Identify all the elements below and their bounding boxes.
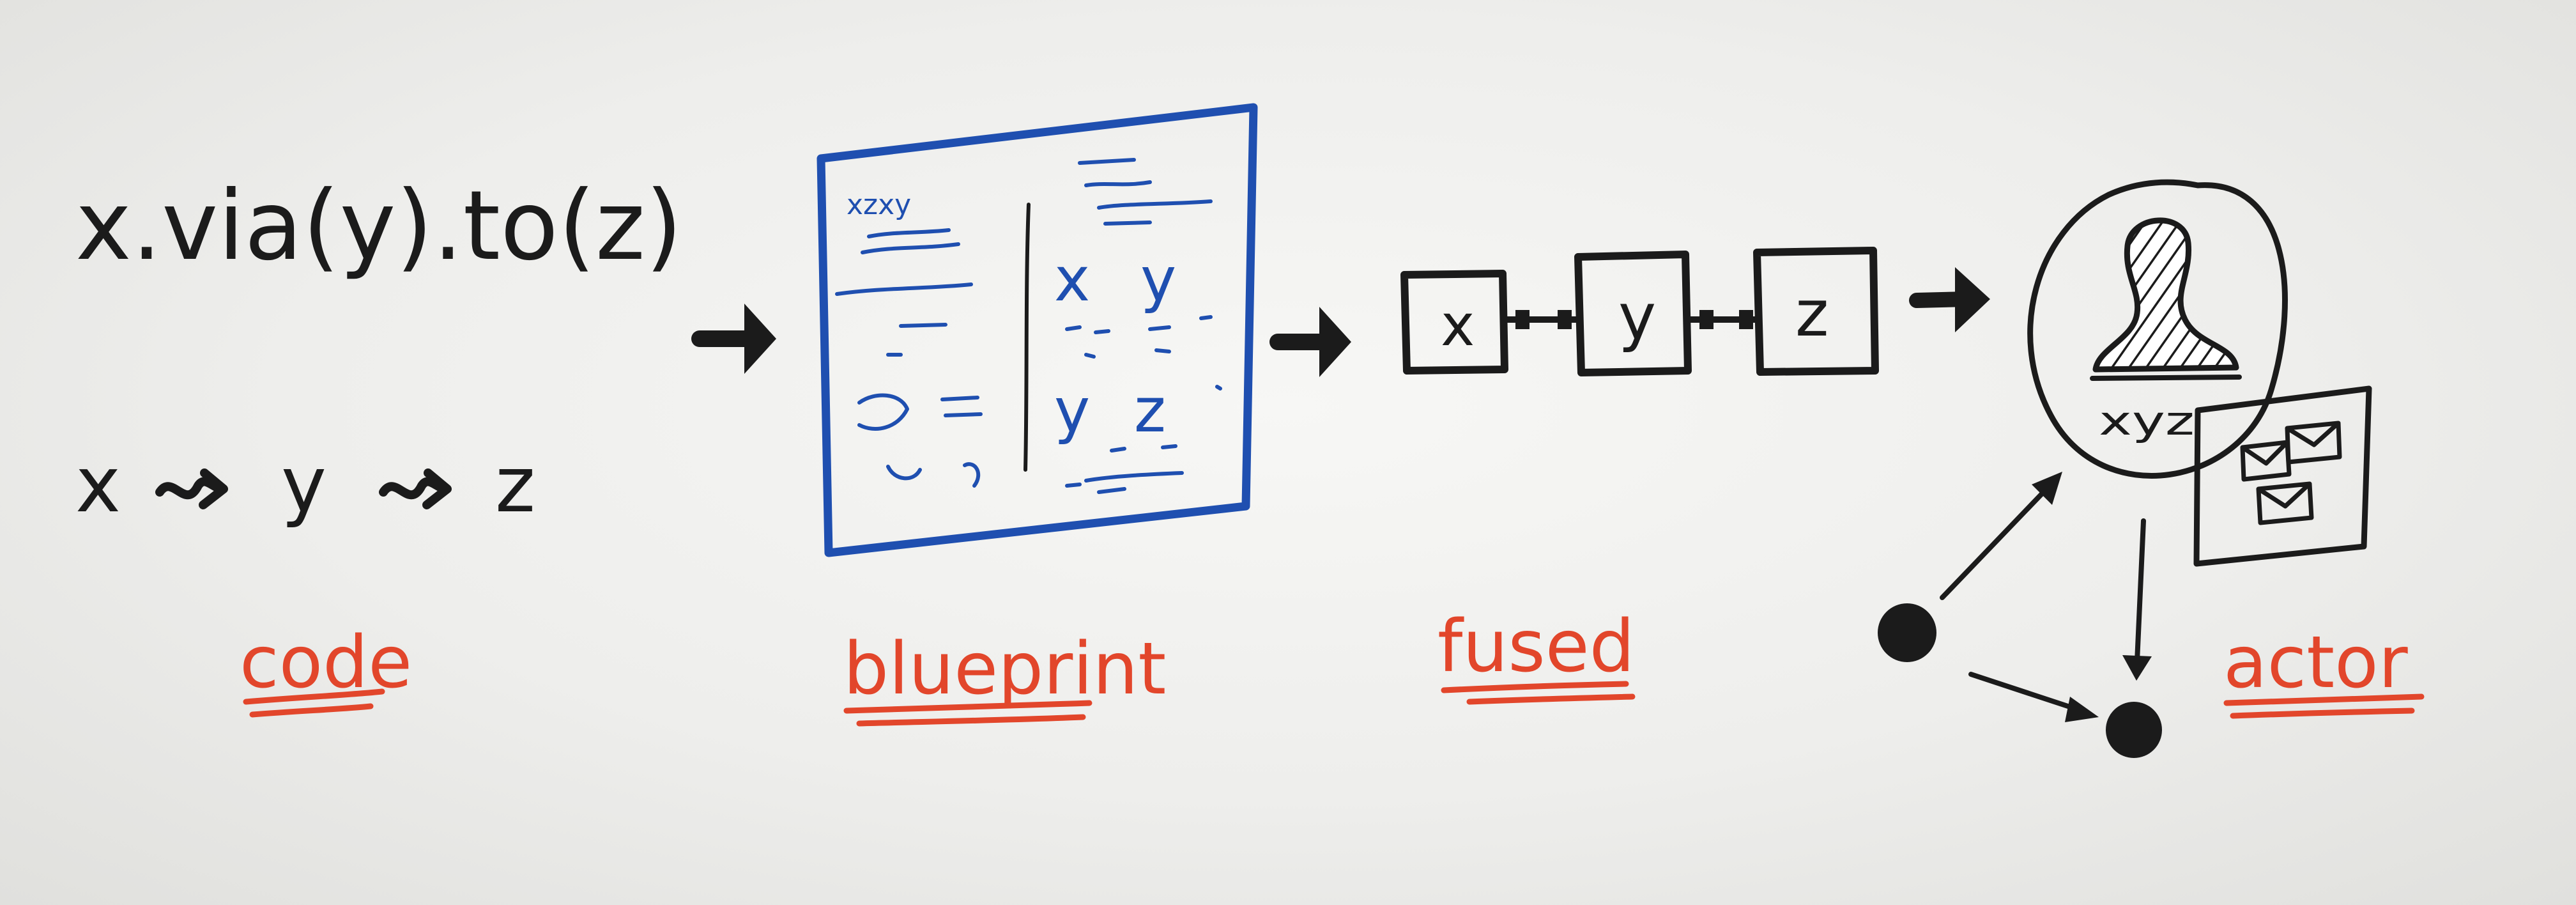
fused-box-x	[1400, 270, 1508, 375]
code-section: x.via(y).to(z) x y z code	[75, 171, 682, 718]
underline-blueprint-2	[856, 714, 1086, 727]
blueprint-right-x: x	[1054, 245, 1090, 315]
arrow-sender-to-receiver	[1968, 672, 2099, 722]
fused-box-y-label: y	[1618, 279, 1656, 354]
blueprint-section: xzxy x y y z blueprint	[816, 103, 1258, 727]
fused-section: x y z fused	[1400, 247, 1879, 705]
actor-name: xyz	[2099, 398, 2195, 444]
actor-person-icon	[2092, 217, 2239, 373]
blueprint-divider	[1023, 203, 1031, 472]
underline-code-1	[243, 688, 385, 705]
underline-fused-2	[1466, 693, 1636, 705]
underline-actor-2	[2230, 708, 2415, 719]
fused-box-x-label: x	[1441, 292, 1475, 359]
arrow-blueprint-to-fused	[1269, 307, 1351, 377]
chain-node-y: y	[281, 441, 326, 530]
arrow-fused-to-actor	[1909, 267, 1990, 332]
label-code: code	[240, 621, 412, 704]
fused-box-z-label: z	[1795, 276, 1829, 351]
arrow-actor-to-receiver	[2122, 518, 2152, 681]
label-fused: fused	[1438, 605, 1635, 688]
underline-code-2	[249, 703, 374, 718]
chain-node-x: x	[75, 441, 121, 530]
underline-actor-1	[2223, 693, 2425, 706]
label-actor: actor	[2223, 621, 2409, 704]
arrow-code-to-blueprint	[691, 304, 776, 374]
label-blueprint: blueprint	[843, 628, 1166, 711]
chain-node-z: z	[495, 441, 535, 530]
fused-box-z	[1753, 247, 1879, 376]
actor-circle	[2027, 179, 2288, 479]
blueprint-left-header: xzxy	[847, 189, 911, 221]
fused-box-y	[1574, 251, 1692, 376]
blueprint-right-y: y	[1140, 245, 1176, 315]
squiggle-arrow-2	[379, 468, 452, 509]
receiver-node	[2106, 702, 2162, 758]
blueprint-right-y2: y	[1054, 376, 1090, 446]
underline-blueprint-1	[843, 700, 1092, 714]
actor-baseline	[2090, 375, 2242, 381]
actor-section: xyz actor	[1878, 179, 2425, 758]
blueprint-frame	[816, 103, 1258, 557]
mailbox-envelope-icon	[2193, 385, 2372, 567]
sender-node	[1878, 603, 1936, 662]
code-expression: x.via(y).to(z)	[75, 171, 682, 282]
arrow-sender-to-actor	[1940, 472, 2062, 600]
blueprint-right-z: z	[1134, 376, 1166, 446]
underline-fused-1	[1441, 681, 1629, 693]
squiggle-arrow-1	[155, 468, 228, 509]
